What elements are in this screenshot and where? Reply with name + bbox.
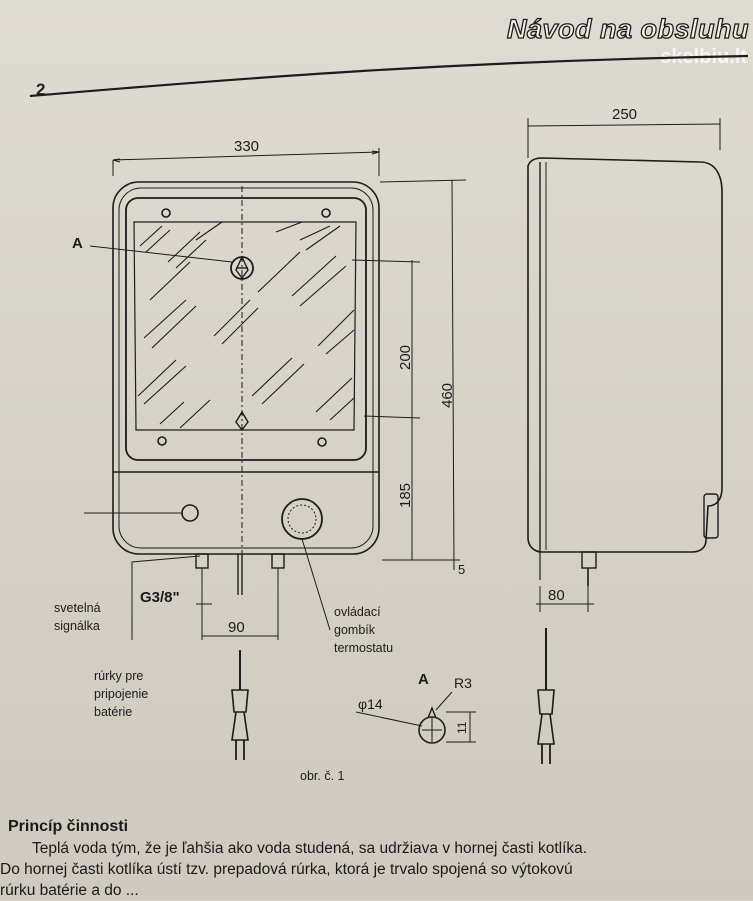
label-knob-3: termostatu — [334, 641, 393, 655]
label-signal-lamp-2: signálka — [54, 619, 100, 633]
signal-lamp-icon — [181, 504, 199, 522]
dim-detail-small: 11 — [455, 721, 469, 734]
dim-depth: 250 — [612, 106, 637, 123]
figure-caption: obr. č. 1 — [300, 769, 345, 783]
dim-lower-height: 185 — [397, 483, 414, 508]
side-body — [527, 157, 723, 553]
screw-icon — [161, 208, 171, 218]
front-dimensions — [112, 148, 476, 744]
body-paragraph: Teplá voda tým, že je ľahšia ako voda st… — [0, 838, 753, 901]
dim-pipe-spacing: 90 — [228, 619, 245, 636]
dim-width: 330 — [234, 138, 259, 155]
side-view — [527, 157, 723, 764]
label-pipes-3: batérie — [94, 705, 132, 719]
glass-area — [133, 221, 357, 431]
glass-hatching — [137, 221, 355, 429]
dim-tank-height: 200 — [397, 345, 414, 370]
detail-marker: A — [72, 235, 83, 252]
label-pipes-1: rúrky pre — [94, 669, 143, 683]
dim-detail-radius: R3 — [454, 675, 472, 691]
side-plug-icon — [537, 689, 555, 715]
screw-icon — [317, 437, 327, 447]
label-signal-lamp-1: svetelná — [54, 601, 101, 615]
label-knob-2: gombík — [334, 623, 376, 637]
header-rule — [29, 54, 749, 98]
dim-bottom-offset: 5 — [458, 562, 465, 577]
body-line: Do hornej časti kotlíka ústí tzv. prepad… — [0, 861, 573, 878]
detail-title: A — [418, 671, 429, 688]
section-heading: Princíp činnosti — [8, 818, 129, 835]
side-pipe — [581, 551, 597, 569]
dim-pipe-offset: 80 — [548, 587, 565, 604]
heater-body — [112, 181, 380, 555]
dim-detail-diameter: φ14 — [358, 696, 383, 712]
side-dimensions — [527, 118, 721, 612]
manual-title: Návod na obsluhu — [506, 13, 749, 44]
page-number: 2 — [36, 80, 46, 99]
front-view — [84, 181, 380, 760]
label-knob-1: ovládací — [334, 605, 381, 619]
dim-height: 460 — [439, 383, 456, 408]
screw-icon — [157, 436, 167, 446]
label-pipes-2: pripojenie — [94, 687, 148, 701]
outlet-pipe — [271, 553, 285, 569]
side-knob — [703, 493, 719, 539]
power-plug-icon — [231, 689, 249, 713]
dim-pipe-thread: G3/8" — [140, 589, 180, 606]
tank-panel — [125, 197, 367, 461]
body-line: Teplá voda tým, že je ľahšia ako voda st… — [32, 840, 588, 857]
drawing-labels: 330 250 80 90 G3/8" 5 200 185 460 A A R3… — [54, 106, 637, 783]
body-line: rúrku batérie a do ... — [0, 882, 139, 899]
screw-icon — [321, 208, 331, 218]
